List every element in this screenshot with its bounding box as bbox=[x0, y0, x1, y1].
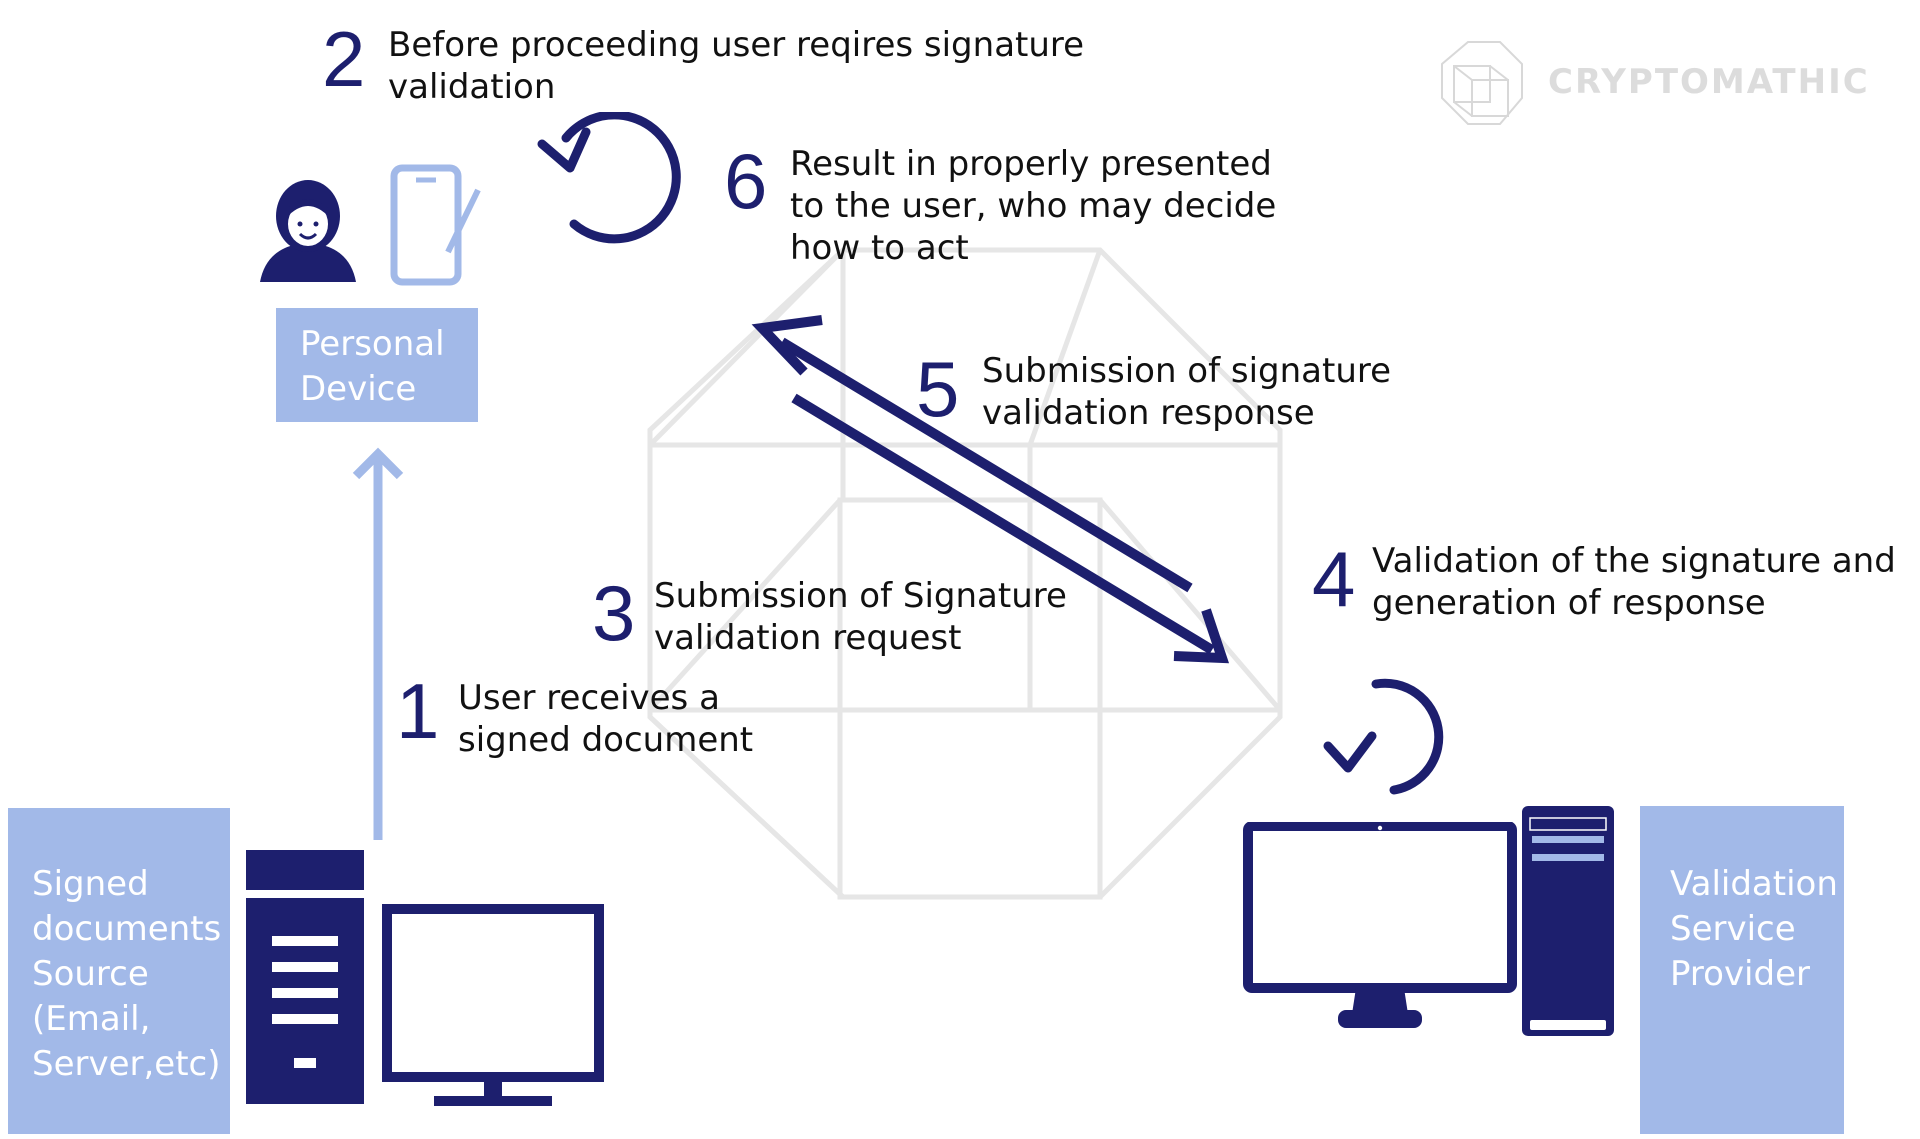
step-5-number: 5 bbox=[916, 345, 960, 433]
user-icon bbox=[260, 180, 356, 282]
request-arrow-line bbox=[791, 393, 1215, 655]
step-2-text: Before proceeding user reqires signature… bbox=[388, 25, 1085, 107]
step-6-number: 6 bbox=[724, 137, 768, 225]
step-3-text: Submission of Signature validation reque… bbox=[654, 576, 1067, 658]
step-5-text: Submission of signature validation respo… bbox=[982, 351, 1392, 433]
receive-arrow-head bbox=[352, 447, 404, 480]
cube-logo-icon bbox=[1441, 41, 1523, 125]
server-tower-icon bbox=[1522, 806, 1614, 1036]
response-arrow-head bbox=[751, 315, 823, 376]
refresh-loop-icon bbox=[537, 112, 681, 244]
desktop-computer-icon bbox=[1243, 822, 1517, 1028]
server-tower-icon bbox=[246, 850, 364, 1104]
step-1-text: User receives a signed document bbox=[458, 678, 754, 760]
step-1-number: 1 bbox=[396, 667, 440, 755]
step-4-text: Validation of the signature and generati… bbox=[1372, 541, 1896, 623]
request-arrow-head bbox=[1173, 608, 1230, 664]
signed-documents-source-box: Signed documents Source (Email, Server,e… bbox=[8, 808, 230, 1134]
response-arrow-line bbox=[779, 337, 1193, 593]
step-2-number: 2 bbox=[322, 15, 366, 103]
desktop-computer-icon bbox=[382, 904, 604, 1106]
brand-logo-text: CRYPTOMATHIC bbox=[1548, 62, 1870, 102]
personal-device-box: Personal Device bbox=[276, 308, 478, 422]
refresh-loop-icon bbox=[1323, 678, 1444, 795]
validation-service-provider-box: Validation Service Provider bbox=[1640, 806, 1844, 1134]
tablet-pen-icon bbox=[390, 164, 481, 286]
step-6-text: Result in properly presented to the user… bbox=[790, 144, 1277, 268]
step-3-number: 3 bbox=[592, 569, 636, 657]
step-4-number: 4 bbox=[1312, 535, 1356, 623]
